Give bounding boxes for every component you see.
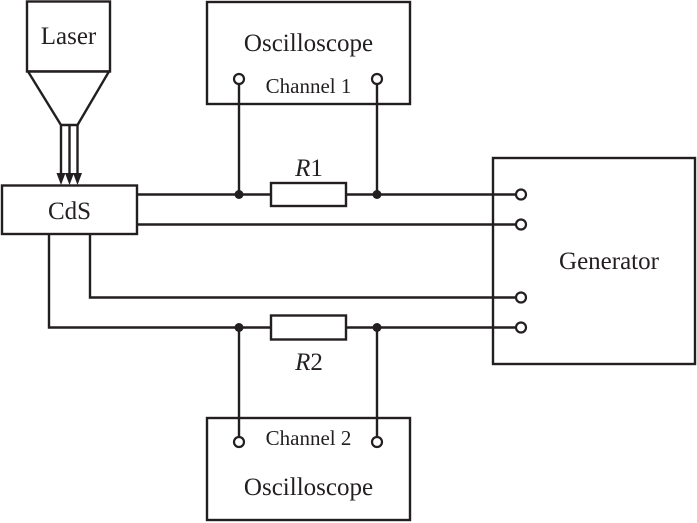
terminal-icon [514,218,528,231]
wires [47,84,516,437]
cds-sample: CdS [0,184,139,236]
laser: Laser [25,0,112,127]
channel-label: Channel 1 [266,74,352,98]
resistor-symbol: R [294,155,310,182]
terminal-icon [232,72,246,86]
laser-nozzle [25,70,112,127]
resistor-r1: R1 [234,155,382,208]
terminal-icon [514,291,528,304]
junction-dot [234,190,244,199]
resistor-r2: R2 [234,314,382,376]
resistor-label: R1 [294,155,323,182]
laser-box [25,0,112,73]
cds-label: CdS [48,198,91,225]
laser-label: Laser [41,23,97,50]
oscilloscope-label: Oscilloscope [244,474,373,501]
resistor-body [269,314,348,341]
resistor-index: 2 [310,349,323,376]
terminal-icon [232,435,246,449]
oscilloscope-channel-2: Channel 2 Oscilloscope [205,416,412,522]
resistor-symbol: R [294,349,310,376]
arrowhead-icon [73,173,82,185]
generator-label: Generator [559,248,660,275]
resistor-label: R2 [294,349,323,376]
oscilloscope-box [205,0,412,106]
terminal-icon [514,321,528,334]
terminal-icon [370,435,384,449]
wire [88,234,516,299]
resistor-index: 1 [310,155,323,182]
terminal-icon [370,72,384,86]
resistor-body [269,181,348,208]
wire [47,234,271,329]
cds-box [0,184,139,236]
junction-dot [234,323,244,332]
arrowhead-icon [65,173,74,185]
generator: Generator [491,156,697,366]
arrowhead-icon [56,173,66,185]
laser-beam [56,125,82,185]
terminal-icon [514,188,528,201]
junction-dot [372,190,382,199]
oscilloscope-channel-1: Oscilloscope Channel 1 [205,0,412,106]
junction-dot [372,323,382,332]
oscilloscope-label: Oscilloscope [244,30,373,57]
channel-label: Channel 2 [266,426,352,450]
